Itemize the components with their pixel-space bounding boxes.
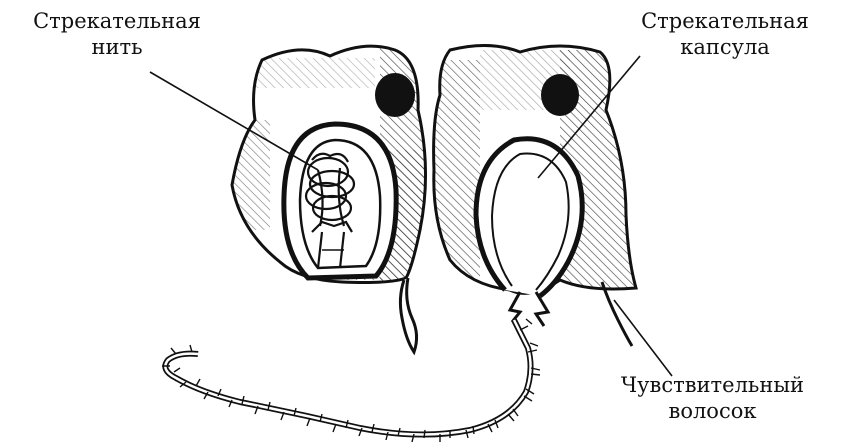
left-nucleus	[375, 73, 415, 117]
label-sensitive-hair-line2: волосок	[580, 398, 845, 424]
label-sensitive-hair: Чувствительный волосок	[580, 372, 845, 424]
label-stinging-thread-line2: нить	[4, 34, 230, 60]
label-stinging-thread: Стрекательная нить	[4, 8, 230, 60]
discharged-stinging-thread	[162, 292, 548, 442]
hair-pointer-line	[614, 300, 672, 376]
sensitive-hair	[602, 282, 632, 346]
label-sensitive-hair-line1: Чувствительный	[580, 372, 845, 398]
label-stinging-capsule: Стрекательная капсула	[612, 8, 838, 60]
label-stinging-capsule-line2: капсула	[612, 34, 838, 60]
label-stinging-thread-line1: Стрекательная	[4, 8, 230, 34]
right-nucleus	[541, 74, 579, 116]
label-stinging-capsule-line1: Стрекательная	[612, 8, 838, 34]
left-cell-tail	[400, 278, 416, 352]
